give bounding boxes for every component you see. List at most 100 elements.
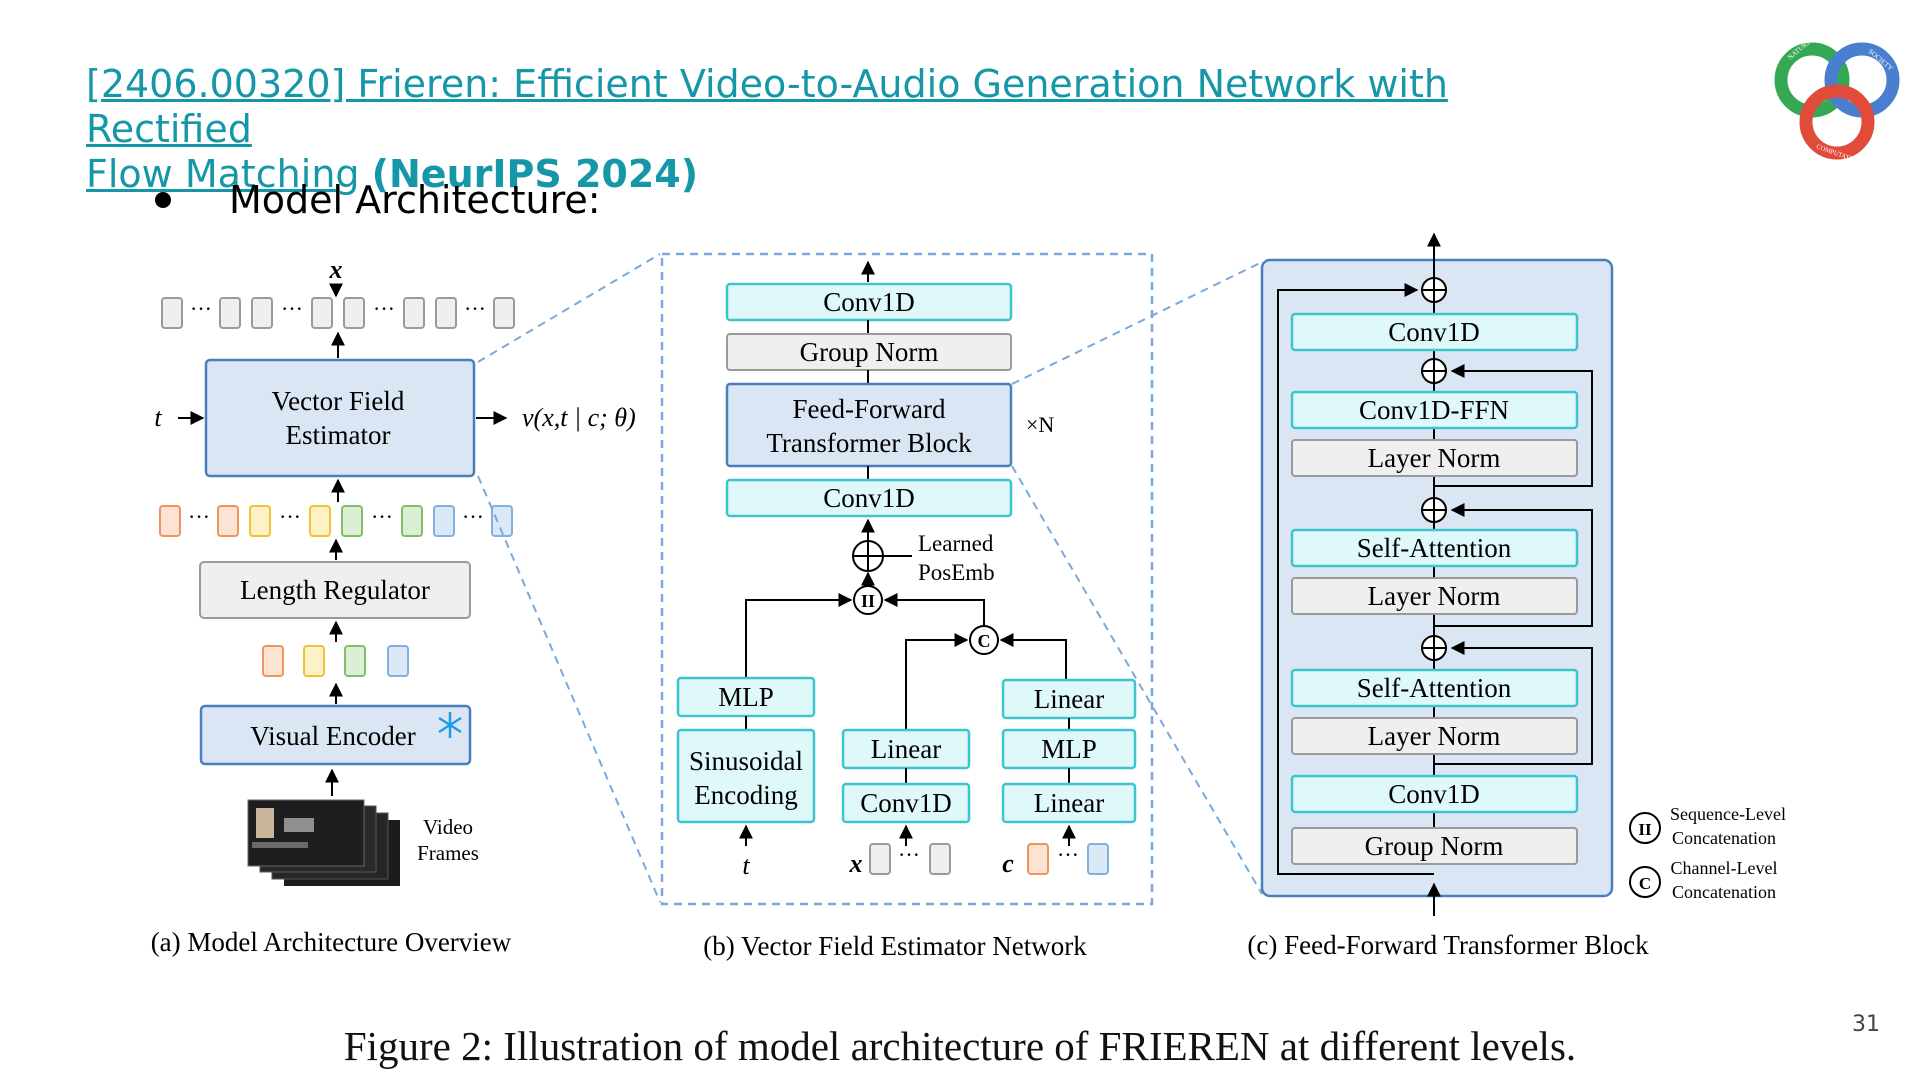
token-yellow (249, 505, 271, 537)
token-yellow (309, 505, 331, 537)
conv1d-mid-box (725, 478, 1013, 518)
layer-norm-3-label: Layer Norm (1368, 721, 1501, 751)
conv1d-mid-label: Conv1D (823, 483, 915, 513)
c-group-norm-box (1291, 827, 1578, 865)
legend-seq-line2: Concatenation (1672, 828, 1776, 848)
self-attention-1-label: Self-Attention (1357, 533, 1512, 563)
panel-a-t-label: t (154, 403, 162, 432)
sinusoidal-encoding-box (676, 728, 816, 824)
frozen-snowflake-icon (438, 712, 462, 738)
output-token-row (161, 297, 515, 329)
panel-b-dashed-frame (660, 252, 1154, 906)
length-regulator-label: Length Regulator (240, 575, 430, 605)
residual-add-node (1421, 277, 1447, 303)
paper-link[interactable]: [2406.00320] Frieren: Efficient Video-to… (86, 62, 1448, 196)
visual-encoder-box (199, 704, 472, 766)
legend-seq-symbol: II (1638, 820, 1652, 839)
posemb-add-node (852, 540, 884, 572)
token-yellow (303, 645, 325, 677)
token-gray (161, 297, 183, 329)
chan-symbol: C (978, 631, 991, 651)
x-input-label: x (849, 849, 863, 878)
c-group-norm-label: Group Norm (1365, 831, 1504, 861)
token-gray (311, 297, 333, 329)
video-frames-label-line2: Frames (417, 841, 479, 865)
token-orange (217, 505, 239, 537)
vfe-label-line2: Estimator (286, 420, 391, 450)
dots: ··· (373, 296, 395, 321)
dots: ··· (281, 296, 303, 321)
panel-a-caption: (a) Model Architecture Overview (151, 927, 512, 957)
token-gray (219, 297, 241, 329)
panel-b-caption: (b) Vector Field Estimator Network (703, 931, 1087, 961)
vector-field-estimator-box (204, 358, 476, 478)
fft-label-line1: Feed-Forward (793, 394, 946, 424)
token-green (341, 505, 363, 537)
channel-concat-node: C (969, 625, 999, 655)
dots: ··· (279, 504, 301, 529)
token-gray (435, 297, 457, 329)
frame-feature-tokens (262, 645, 409, 677)
residual-add-node (1421, 358, 1447, 384)
length-regulator-box (199, 561, 471, 619)
panel-b: Conv1D Group Norm Feed-Forward Transform… (660, 252, 1154, 961)
dots: ··· (188, 504, 210, 529)
legend-chan-line2: Concatenation (1672, 882, 1776, 902)
c-linear-bottom-box (1001, 782, 1137, 824)
seq-symbol: II (861, 591, 875, 611)
token-gray (343, 297, 365, 329)
vfe-label-line1: Vector Field (272, 386, 405, 416)
sequence-concat-node: II (853, 585, 883, 615)
self-attention-2-label: Self-Attention (1357, 673, 1512, 703)
residual-add-node (1421, 497, 1447, 523)
vfe-output-label: v(x,t | c; θ) (522, 403, 636, 432)
token-green (344, 645, 366, 677)
zoom-connector-a-b (477, 253, 661, 903)
self-attention-1-box (1290, 528, 1579, 568)
mlp-label: MLP (718, 682, 774, 712)
legend-chan-line1: Channel-Level (1671, 858, 1778, 878)
dots: ··· (898, 842, 920, 867)
repeat-n-label: ×N (1026, 412, 1054, 437)
c-conv1d-top-label: Conv1D (1388, 317, 1480, 347)
c-conv1d-bottom-box (1290, 774, 1579, 814)
learned-posemb-line1: Learned (918, 531, 994, 556)
dots: ··· (371, 504, 393, 529)
sinusoidal-label-line2: Encoding (694, 780, 797, 810)
page-number: 31 (1852, 1012, 1880, 1037)
token-gray (493, 297, 515, 329)
conv1d-ffn-label: Conv1D-FFN (1359, 395, 1509, 425)
learned-posemb-line2: PosEmb (918, 560, 995, 585)
token-blue (387, 645, 409, 677)
slide-title: [2406.00320] Frieren: Efficient Video-to… (86, 62, 1586, 197)
conv1d-ffn-box (1290, 390, 1579, 430)
bullet-text: Model Architecture: (229, 178, 601, 222)
figure-caption: Figure 2: Illustration of model architec… (0, 1022, 1920, 1070)
group-norm-label: Group Norm (800, 337, 939, 367)
zoom-connector-b-c (1011, 261, 1263, 895)
self-attention-2-box (1290, 668, 1579, 708)
token-orange (262, 645, 284, 677)
layer-norm-2-label: Layer Norm (1368, 581, 1501, 611)
video-frames-stack (247, 799, 400, 886)
t-input-label: t (742, 851, 750, 880)
token-orange (1027, 843, 1049, 875)
legend-chan-symbol: C (1639, 874, 1651, 893)
token-gray (251, 297, 273, 329)
condition-token-row (159, 505, 513, 537)
c-input-label: c (1002, 849, 1014, 878)
token-gray (929, 843, 951, 875)
panel-c-caption: (c) Feed-Forward Transformer Block (1247, 930, 1649, 960)
nature-society-computation-logo: NATURE SOCIETY COMPUTATION (1772, 38, 1902, 167)
residual-add-node (1421, 635, 1447, 661)
panel-a: x ··· ··· ··· ··· Vector Field Estimator… (151, 255, 636, 957)
layer-norm-1-label: Layer Norm (1368, 443, 1501, 473)
dots: ··· (464, 296, 486, 321)
c-linear-top-label: Linear (1034, 684, 1104, 714)
dots: ··· (1057, 842, 1079, 867)
layer-norm-3-box (1291, 717, 1578, 755)
panel-a-x-label: x (329, 255, 343, 284)
sinusoidal-label-line1: Sinusoidal (689, 746, 803, 776)
layer-norm-2-box (1291, 577, 1578, 615)
bullet-item: Model Architecture: (155, 178, 601, 222)
